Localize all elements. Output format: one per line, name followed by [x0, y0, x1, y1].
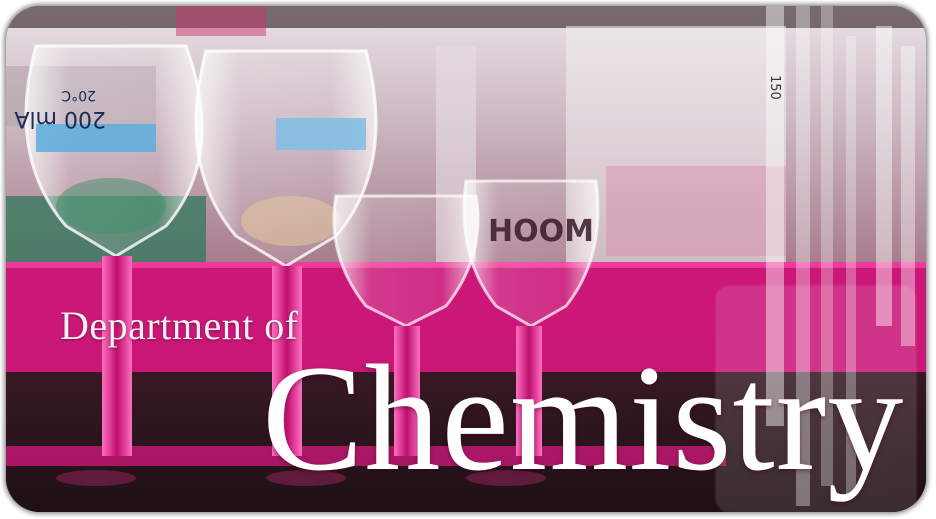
beaker-right [714, 284, 918, 512]
flask-label-volume: 200 mlA [14, 106, 106, 131]
flask-center-left [194, 49, 378, 456]
flask-label-temp: 20°C [61, 87, 96, 103]
rack-bar [6, 446, 726, 466]
chemistry-banner: 200 mlA 20°C HOOM [6, 6, 926, 512]
magenta-band [6, 262, 926, 372]
flask-center-right: HOOM [462, 179, 600, 456]
pipette-label: 150 [767, 75, 782, 100]
laboratory-glassware-photo: 200 mlA 20°C HOOM [6, 6, 926, 512]
department-of-text: Department of [60, 303, 299, 348]
flask-center [332, 194, 480, 456]
flask-left: 200 mlA 20°C [14, 44, 204, 456]
flask-label-hoom: HOOM [488, 214, 594, 249]
chemistry-title: Chemistry [262, 334, 905, 502]
pipettes: 150 [766, 6, 915, 506]
